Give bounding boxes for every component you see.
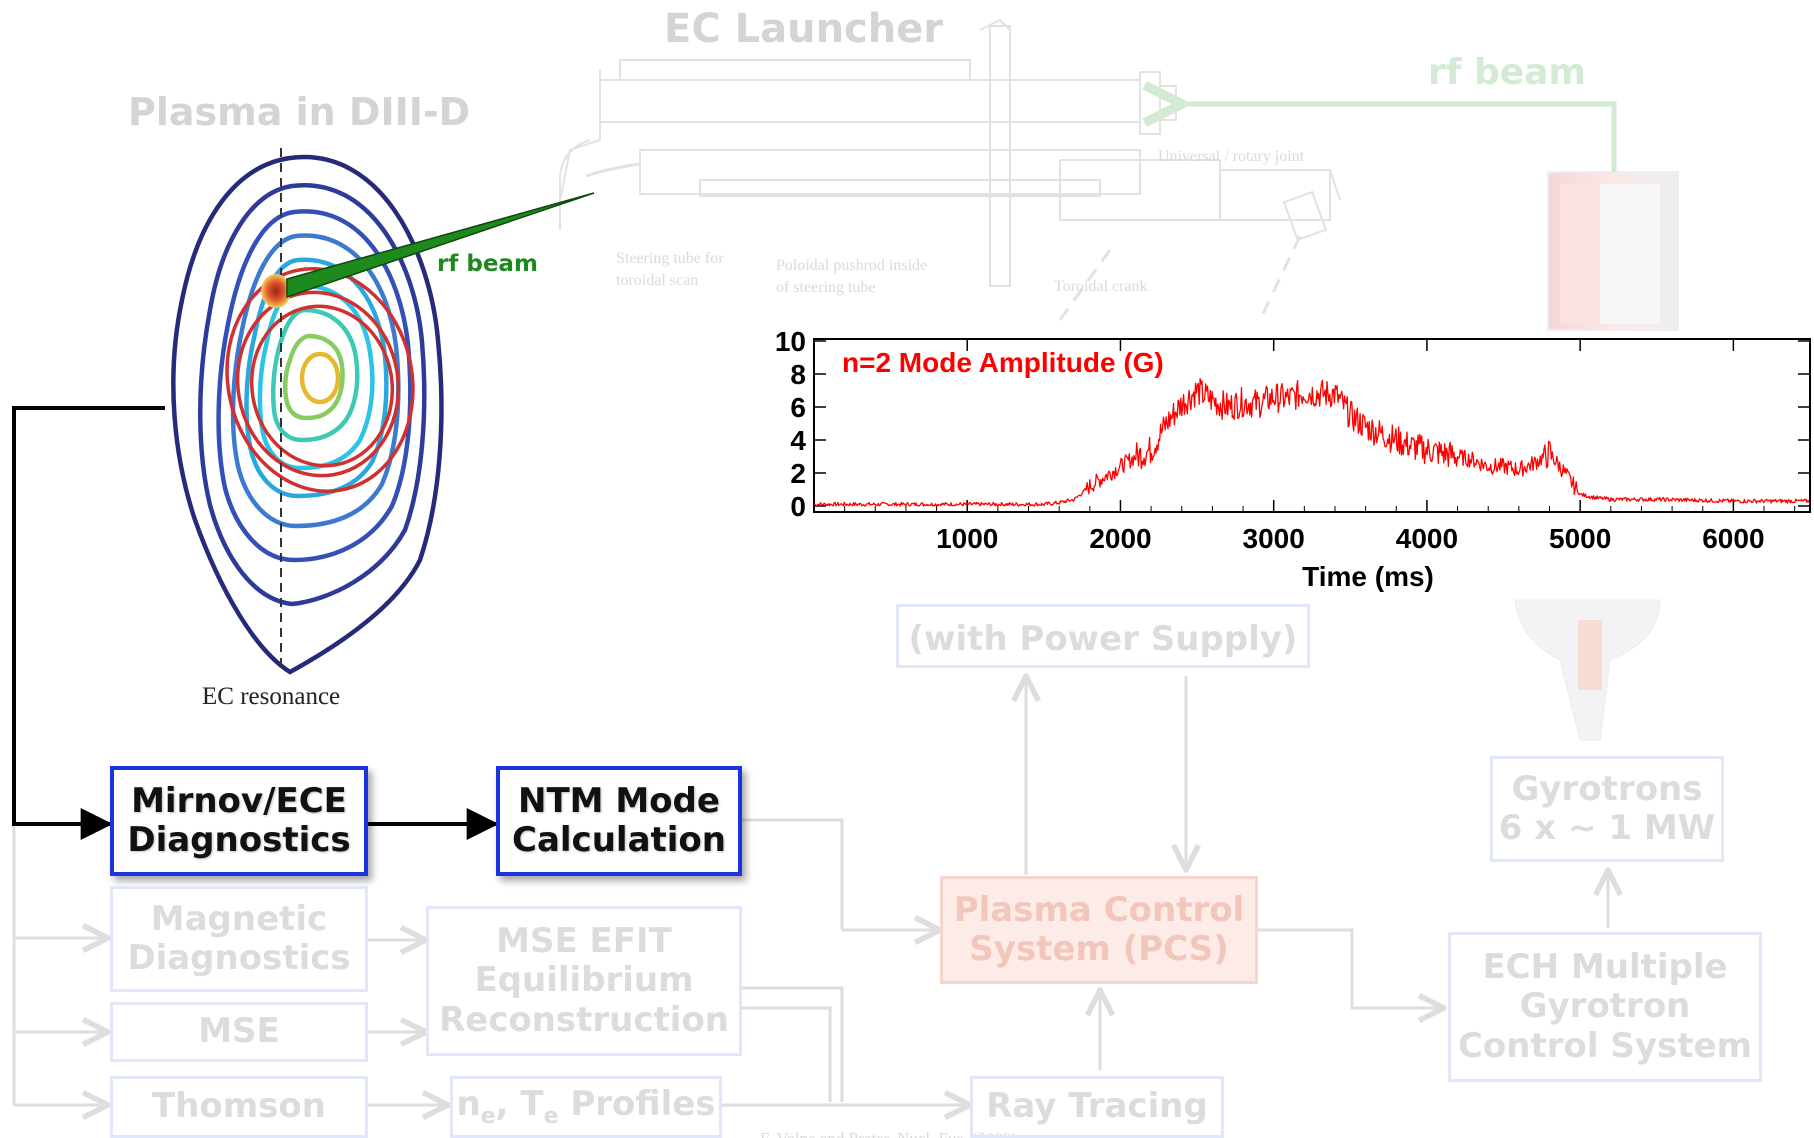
mse-efit-line-2: Equilibrium (474, 960, 694, 1001)
magnetic-line-1: Magnetic (150, 898, 328, 939)
mse-box: MSE (110, 1002, 368, 1062)
gyrotrons-box: Gyrotrons 6 x ~ 1 MW (1490, 756, 1724, 862)
footnote: F. Volpe and Prater, Nucl. Fus. (2009) (760, 1129, 1017, 1138)
profiles-t-sub: e (543, 1103, 559, 1129)
active-flow-lines (12, 406, 499, 840)
launcher-pushrod-label-2: of steering tube (776, 279, 876, 296)
chart-x-tick-label: 5000 (1549, 523, 1611, 554)
ntm-mode-calculation-box[interactable]: NTM Mode Calculation (496, 766, 742, 876)
pcs-line-2: System (PCS) (969, 929, 1229, 969)
chart-y-tick-label: 10 (775, 326, 806, 357)
mirnov-ece-diagnostics-box[interactable]: Mirnov/ECE Diagnostics (110, 766, 368, 876)
chart-x-tick-label: 1000 (936, 523, 998, 554)
pcs-line-1: Plasma Control (953, 889, 1245, 930)
chart-x-tick-label: 2000 (1089, 523, 1151, 554)
ray-line-1: Ray Tracing (986, 1086, 1208, 1127)
chart-y-tick-label: 4 (790, 425, 806, 456)
chart-y-tick-label: 8 (790, 359, 806, 390)
gyrotrons-line-2: 6 x ~ 1 MW (1498, 808, 1716, 848)
chart-x-tick-label: 3000 (1243, 523, 1305, 554)
thomson-box: Thomson (110, 1076, 368, 1138)
faded-flow-lines (12, 676, 1608, 1105)
chart-series-mode-amplitude (813, 377, 1811, 507)
profiles-t: , T (495, 1083, 544, 1124)
chart-x-tick-label: 6000 (1702, 523, 1764, 554)
plasma-flux-surfaces (171, 154, 444, 675)
launcher-title: EC Launcher (664, 6, 944, 52)
launcher-mirror (585, 162, 641, 178)
chart-y-tick-label: 0 (790, 491, 806, 522)
profiles-label: ne, Te Profiles (456, 1083, 716, 1129)
ntm-island-contours (225, 267, 415, 493)
gyrotron-image (1514, 171, 1679, 741)
mirnov-line-2: Diagnostics (127, 820, 351, 860)
pcs-box: Plasma Control System (PCS) (940, 876, 1258, 984)
launcher-universal-joint-label: Universal / rotary joint (1158, 148, 1305, 165)
launcher-steering-tube-label-2: toroidal scan (616, 272, 698, 289)
ec-resonance-label: EC resonance (202, 683, 340, 710)
mse-efit-box: MSE EFIT Equilibrium Reconstruction (426, 906, 742, 1056)
chart-frame (813, 338, 1811, 513)
rf-beam-ray (286, 192, 595, 299)
mse-line-1: MSE (198, 1011, 280, 1052)
launcher-pushrod-label-1: Poloidal pushrod inside (776, 257, 927, 274)
ntm-line-2: Calculation (512, 820, 726, 860)
plasma-title: Plasma in DIII-D (128, 90, 471, 134)
ntm-line-1: NTM Mode (518, 780, 720, 821)
magnetic-diagnostics-box: Magnetic Diagnostics (110, 886, 368, 992)
ec-hotspot (261, 274, 291, 308)
magnetic-line-2: Diagnostics (127, 938, 351, 978)
profiles-rest: Profiles (558, 1083, 716, 1124)
profiles-n: n (456, 1083, 481, 1124)
chart-y-tick-label: 2 (790, 458, 806, 489)
gyrotrons-line-1: Gyrotrons (1511, 768, 1703, 809)
ech-line-3: Control System (1457, 1025, 1752, 1066)
chart-title: n=2 Mode Amplitude (G) (842, 347, 1164, 378)
profiles-box: ne, Te Profiles (450, 1076, 722, 1138)
launcher-toroidal-crank-label: Toroidal crank (1054, 278, 1148, 295)
rf-beam-label: rf beam (437, 251, 538, 277)
chart-x-axis-label: Time (ms) (1302, 561, 1434, 592)
ech-line-1: ECH Multiple (1482, 947, 1728, 988)
mse-efit-line-3: Reconstruction (438, 999, 730, 1040)
launcher-dashed-lines (1058, 235, 1302, 321)
profiles-n-sub: e (480, 1103, 496, 1129)
control-board-box: (with Power Supply) (896, 604, 1310, 668)
rf-beam-top-arrow (1182, 104, 1617, 172)
ray-tracing-box: Ray Tracing (970, 1076, 1224, 1138)
chart-x-tick-label: 4000 (1396, 523, 1458, 554)
thomson-line-1: Thomson (152, 1086, 326, 1127)
mirnov-line-1: Mirnov/ECE (131, 780, 347, 821)
chart-y-tick-label: 6 (790, 392, 806, 423)
rf-beam-top-label: rf beam (1428, 52, 1586, 93)
control-board-line-2: (with Power Supply) (908, 618, 1298, 659)
ech-control-box: ECH Multiple Gyrotron Control System (1448, 932, 1762, 1082)
ech-line-2: Gyrotron (1519, 986, 1691, 1027)
mse-efit-line-1: MSE EFIT (496, 921, 672, 962)
launcher-steering-tube-label-1: Steering tube for (616, 250, 724, 267)
